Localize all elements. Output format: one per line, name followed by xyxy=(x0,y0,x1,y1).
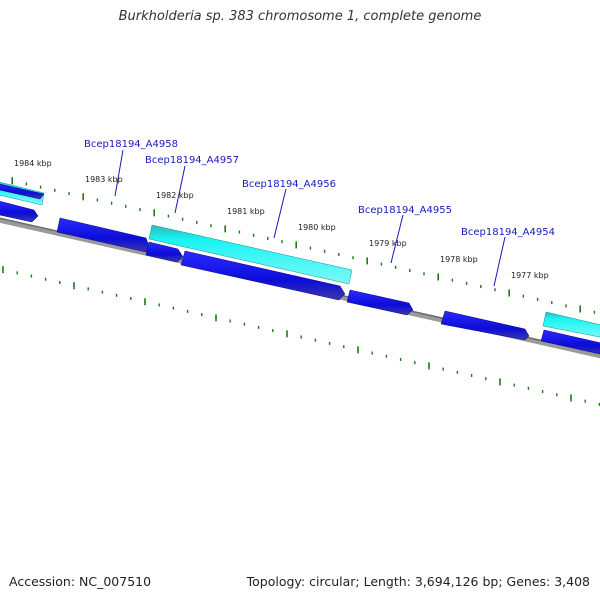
gene-feature-reverse[interactable] xyxy=(0,200,39,223)
outer-kbp-scale: 1984 kbp 1983 kbp 1982 kbp 1981 kbp 1980 kbp… xyxy=(11,159,596,314)
accession-text: Accession: NC_007510 xyxy=(9,574,152,589)
tick-label: 1983 kbp xyxy=(85,175,123,184)
gene-features xyxy=(0,181,600,356)
gene-label-a4955[interactable]: Bcep18194_A4955 xyxy=(358,205,452,216)
gene-feature-a4956[interactable] xyxy=(148,224,353,285)
gene-label-a4954[interactable]: Bcep18194_A4954 xyxy=(461,227,555,238)
map-title: Burkholderia sp. 383 chromosome 1, compl… xyxy=(118,9,482,24)
gene-label-a4957[interactable]: Bcep18194_A4957 xyxy=(145,155,239,166)
tick-label: 1982 kbp xyxy=(156,191,194,200)
gene-feature-a4957[interactable] xyxy=(145,241,184,263)
gene-feature-reverse[interactable] xyxy=(540,329,600,356)
tick-label: 1980 kbp xyxy=(298,223,336,232)
gene-feature-a4954[interactable] xyxy=(440,310,530,341)
gene-feature-a4958[interactable] xyxy=(56,217,150,253)
gene-feature-a4956-lower[interactable] xyxy=(180,250,346,301)
tick-label: 1984 kbp xyxy=(14,159,52,168)
gene-label-group: Bcep18194_A4958 Bcep18194_A4957 Bcep1819… xyxy=(84,139,555,287)
gene-label-a4958[interactable]: Bcep18194_A4958 xyxy=(84,139,178,150)
tick-label: 1979 kbp xyxy=(369,239,407,248)
gene-feature-reverse[interactable] xyxy=(0,183,45,200)
gene-label-a4956[interactable]: Bcep18194_A4956 xyxy=(242,179,336,190)
genome-summary-text: Topology: circular; Length: 3,694,126 bp… xyxy=(246,574,590,589)
tick-label: 1981 kbp xyxy=(227,207,265,216)
tick-label: 1977 kbp xyxy=(511,271,549,280)
inner-kbp-scale xyxy=(2,266,600,406)
gene-feature-a4955[interactable] xyxy=(346,289,414,316)
gene-feature-forward[interactable] xyxy=(542,311,600,339)
tick-label: 1978 kbp xyxy=(440,255,478,264)
